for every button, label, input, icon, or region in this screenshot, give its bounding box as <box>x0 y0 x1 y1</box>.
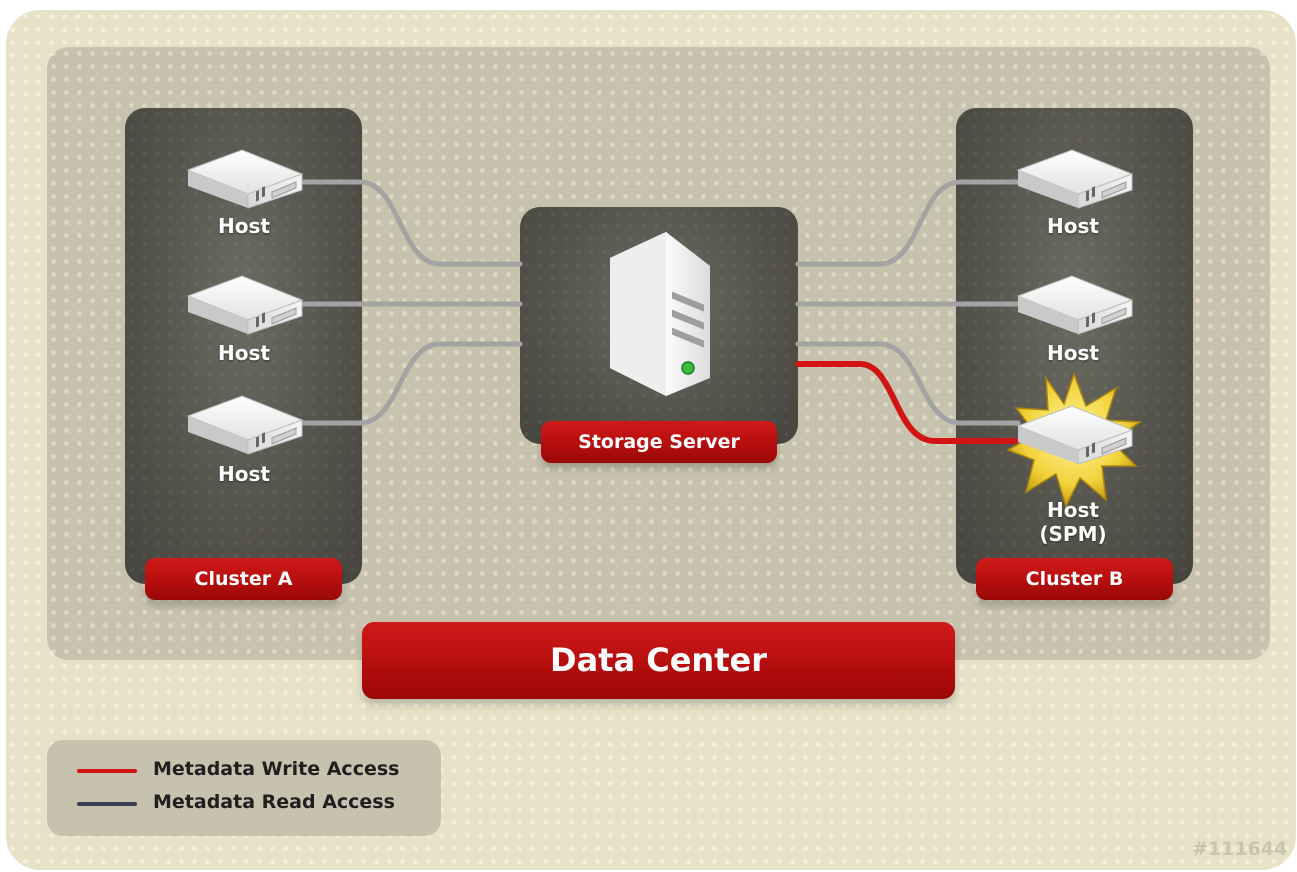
read-link-b3 <box>795 341 1021 426</box>
data-center-label: Data Center <box>362 622 955 699</box>
host-server-icon <box>186 274 304 340</box>
storage-server-icon <box>610 232 710 396</box>
legend: Metadata Write Access Metadata Read Acce… <box>47 740 441 836</box>
read-access-label: Metadata Read Access <box>153 791 395 813</box>
host-server-icon <box>1016 148 1134 214</box>
figure-reference-id: #111644 <box>1192 838 1288 860</box>
host-server-icon <box>186 148 304 214</box>
storage-server-label: Storage Server <box>541 421 777 463</box>
read-access-swatch <box>77 802 137 806</box>
read-link-a1 <box>297 179 523 267</box>
host-label: Host <box>218 462 270 486</box>
write-access-swatch <box>77 769 137 773</box>
host-label: Host <box>218 341 270 365</box>
spm-host-server-icon <box>1016 404 1134 470</box>
write-link-spm <box>795 361 1018 444</box>
read-link-b1 <box>795 179 1021 267</box>
host-label: Host <box>1047 341 1099 365</box>
host-label: Host <box>218 214 270 238</box>
cluster-a-label: Cluster A <box>145 558 342 600</box>
cluster-b-label: Cluster B <box>976 558 1173 600</box>
spm-host-label: Host <box>1047 498 1099 522</box>
spm-role-label: (SPM) <box>1039 522 1107 546</box>
write-access-label: Metadata Write Access <box>153 758 400 780</box>
host-server-icon <box>1016 274 1134 340</box>
read-link-a3 <box>297 341 523 426</box>
host-server-icon <box>186 394 304 460</box>
host-label: Host <box>1047 214 1099 238</box>
